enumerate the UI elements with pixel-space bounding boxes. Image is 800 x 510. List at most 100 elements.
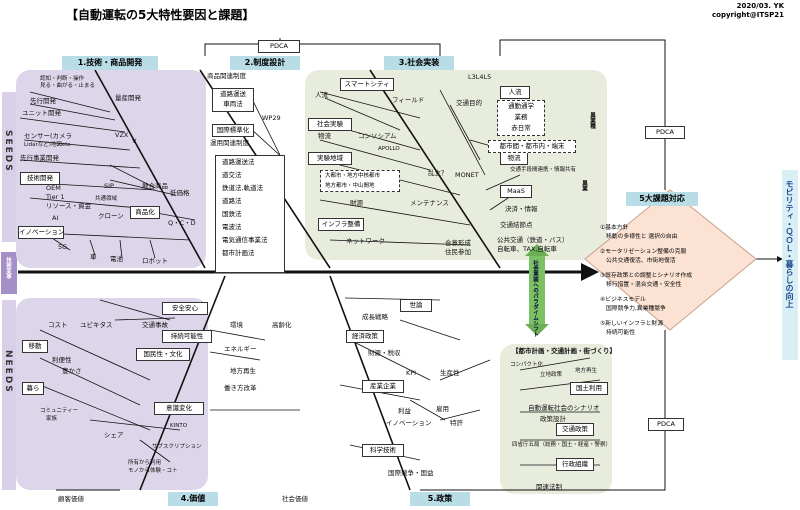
pdca-top: PDCA: [258, 40, 300, 53]
category-policy: 5.政策: [410, 492, 470, 506]
urban-item: 自動運転社会のシナリオ: [528, 404, 600, 412]
tech-box: 商品化: [130, 206, 160, 219]
social-box: 人流: [500, 86, 530, 99]
value-box: 意識変化: [154, 402, 204, 415]
result-label: モビリティ・ＱＯＬ・暮らしの向上: [785, 180, 794, 308]
policy-item: 生産性: [440, 369, 460, 377]
social-item: 地方都市・中山間地: [325, 183, 375, 189]
social-item: MONET: [455, 171, 479, 179]
tech-item: 競合商品: [142, 182, 168, 190]
response-list: ①基本方針 移動の多様性と 選択の自由 ②モータリゼーション整備の克服 公共交通…: [600, 224, 740, 338]
response-diamond: [584, 189, 757, 331]
social-item: 交通目的: [456, 99, 482, 107]
tech-item: 見る・曲がる・止まる: [40, 83, 96, 89]
policy-item: 利益: [398, 407, 411, 415]
social-item: 人流: [315, 91, 328, 99]
tech-item: Tier 1: [46, 193, 65, 201]
tech-change-arrow: [1, 252, 17, 294]
response-item: 移行措置・混合交通・安全性: [606, 282, 682, 288]
system-item: 道路運送: [220, 90, 246, 98]
seeds-label: SEEDS: [3, 130, 13, 173]
urban-item: 関連法制: [536, 483, 562, 491]
social-item: 業務: [514, 113, 528, 121]
policy-box: 経済政策: [346, 330, 384, 343]
category-value: 4.価値: [168, 492, 218, 506]
tech-item: 車: [90, 253, 97, 261]
social-item: 決済・情報: [505, 205, 538, 213]
tech-item: SIP: [104, 182, 114, 190]
system-item: 車両法: [223, 100, 243, 108]
response-item: ①基本方針: [600, 225, 629, 231]
social-item: 物流: [318, 132, 331, 140]
social-region-box: 大都市・地方中核都市 地方都市・中山間地: [320, 170, 400, 192]
social-item: 交通手段間連携・情報共有: [510, 167, 577, 173]
category-response: 5大課題対応: [626, 192, 698, 206]
urban-item: 四省庁五局（総務・国土・経産・警察）: [512, 442, 612, 448]
response-item: 持続可能性: [606, 330, 635, 336]
tech-item: 低価格: [170, 189, 190, 197]
policy-box: 産業企業: [362, 380, 404, 393]
tech-change-label: 技術変革: [5, 257, 11, 279]
social-item: 交通結節点: [500, 221, 533, 229]
value-box: 暮ら: [22, 382, 44, 395]
system-item: 都市計画法: [222, 249, 255, 257]
policy-item: 雇用: [436, 405, 449, 413]
social-item: 乱立？: [428, 169, 448, 177]
social-commute-box: 通勤通学 業務 赤日常: [497, 100, 545, 136]
response-item: 公共交通復活、市街地復活: [606, 258, 676, 264]
system-box-road: 道路運送 車両法: [212, 88, 254, 112]
tech-item: 認知・判断・操作: [40, 76, 85, 82]
tech-item: ロボット: [142, 257, 168, 265]
value-item: 所有から利用: [128, 460, 162, 466]
tech-item: リソース・資金: [46, 202, 92, 210]
policy-item: 財源・税収: [368, 349, 401, 357]
social-box: 都市間・都市内・端末: [488, 140, 576, 153]
tech-item: クローン: [98, 212, 124, 220]
system-item: WP29: [262, 114, 281, 122]
paradigm-arrow: [525, 244, 549, 336]
social-item: L3L4L5: [468, 73, 492, 81]
value-item: モノから体験・コト: [128, 468, 178, 474]
social-item: 異業種: [589, 112, 595, 129]
category-tech: 1.技術・商品開発: [62, 56, 158, 70]
urban-item: 地方再生: [575, 368, 598, 374]
tech-box: 技術開発: [20, 172, 60, 185]
value-item: シェア: [104, 431, 124, 439]
policy-item: 国際競争・国益: [388, 469, 434, 477]
needs-band: [2, 300, 16, 490]
urban-title: 【都市計画・交通計画・街づくり】: [512, 347, 616, 355]
urban-item: コンパクト化: [510, 362, 544, 368]
tech-item: 先行開発: [30, 97, 56, 105]
policy-item: 成長戦略: [362, 313, 388, 321]
social-item: 自転車、TAX,自転車: [497, 245, 557, 253]
value-item: エネルギー: [224, 345, 257, 353]
tech-item: 5G: [58, 243, 68, 251]
social-box: インフラ整備: [318, 218, 364, 231]
social-item: 異業: [581, 180, 587, 191]
system-law-list: 道路運送法 道交法 鉄道法,軌道法 道路法 国鉄法 電波法 電気通信事業法 都市…: [215, 155, 285, 273]
social-box: 物流: [500, 152, 528, 165]
tech-item: 量産開発: [115, 94, 141, 102]
tech-item: Lidarなど)地図etc: [24, 142, 71, 148]
policy-box: 世論: [400, 299, 432, 312]
social-item: 大都市・地方中核都市: [325, 173, 381, 179]
value-item: コスト: [48, 321, 68, 329]
urban-box: 国土利用: [570, 382, 608, 395]
tech-item: ユニット開発: [22, 109, 61, 117]
response-item: 国際競争力,異業種競争: [606, 306, 666, 312]
system-item: 国鉄法: [222, 210, 242, 218]
response-item: 移動の多様性と 選択の自由: [606, 234, 678, 240]
system-item: 道路法: [222, 197, 242, 205]
social-box: 実験地域: [308, 152, 352, 165]
copyright-label: copyright@ITSP21: [712, 11, 785, 20]
pdca-right: PDCA: [645, 126, 685, 139]
social-box: 社会実験: [308, 118, 352, 131]
social-value-label: 社会価値: [282, 495, 308, 503]
social-item: コンソシアム: [358, 132, 397, 140]
response-item: ③既存政策との調整とシナリオ作成: [600, 273, 693, 279]
policy-box: 科学技術: [362, 444, 404, 457]
value-item: 利便性: [52, 356, 72, 364]
value-item: 環境: [230, 321, 243, 329]
system-box: 国際標準化: [212, 124, 254, 137]
